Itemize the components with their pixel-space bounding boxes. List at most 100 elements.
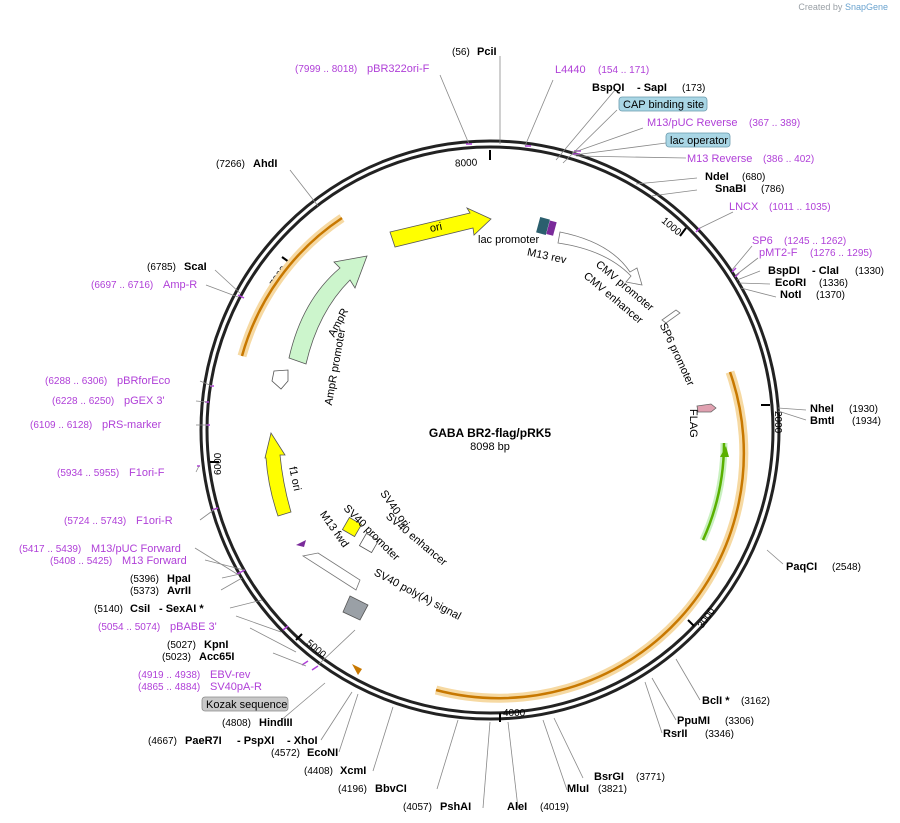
ruler-tick-8000: 8000	[455, 157, 478, 169]
plasmid-name: GABA BR2-flag/pRK5	[429, 426, 552, 440]
primer-range-pgex-3: (6228 .. 6250)	[52, 396, 114, 407]
primer-ebv-rev: EBV-rev	[210, 669, 251, 681]
feature-ampr: AmpR AmpR promoter	[271, 255, 368, 406]
enzyme-paer7i: PaeR7I	[185, 735, 222, 747]
backbone-outer	[199, 139, 781, 721]
enzyme-pos-snabi: (786)	[761, 184, 784, 195]
enzyme-pos-xcmi: (4408)	[304, 766, 333, 777]
enzyme-paer7i-extra: - PspXI	[237, 735, 274, 747]
primer-range-pbabe-3: (5054 .. 5074)	[98, 622, 160, 633]
primer-range-ebv-rev: (4919 .. 4938)	[138, 670, 200, 681]
primer-f1ori-r: F1ori-R	[136, 515, 173, 527]
primer-range-sp6: (1245 .. 1262)	[784, 236, 846, 247]
enzyme-acc65i: Acc65I	[199, 651, 234, 663]
label-lac-operator: lac operator	[670, 135, 728, 147]
feature-sv40: SV40 ori SV40 enhancer SV40 promoter M13…	[296, 488, 463, 623]
enzyme-bsrgi: BsrGI	[594, 771, 624, 783]
enzyme-pshai: PshAI	[440, 801, 471, 813]
enzyme-pos-mlui: (3821)	[598, 784, 627, 795]
enzyme-bbvci: BbvCI	[375, 783, 407, 795]
primer-range-amp-r: (6697 .. 6716)	[91, 280, 153, 291]
enzyme-ahdi: AhdI	[253, 158, 277, 170]
enzyme-csii-extra: - SexAI *	[159, 603, 204, 615]
enzyme-hindiii: HindIII	[259, 717, 293, 729]
enzyme-pos-scai: (6785)	[147, 262, 176, 273]
enzyme-pos-paer7i: (4667)	[148, 736, 177, 747]
primer-f1ori-f: F1ori-F	[129, 467, 165, 479]
enzyme-pos-avrii: (5373)	[130, 586, 159, 597]
plasmid-length: 8098 bp	[470, 441, 510, 453]
enzyme-pos-hindiii: (4808)	[222, 718, 251, 729]
primer-sv40pa-r: SV40pA-R	[210, 681, 262, 693]
primer-range-pbr322ori-f: (7999 .. 8018)	[295, 64, 357, 75]
primer-amp-r: Amp-R	[163, 279, 197, 291]
label-cap-binding-site: CAP binding site	[623, 99, 704, 111]
snapgene-logo: SnapGene	[844, 2, 888, 12]
feature-flag: FLAG	[687, 403, 717, 438]
enzyme-avrii: AvrII	[167, 585, 191, 597]
enzyme-pos-hpai: (5396)	[130, 574, 159, 585]
insert-band	[237, 214, 749, 703]
primer-pbabe-3: pBABE 3'	[170, 621, 217, 633]
primer-pbr322ori-f: pBR322ori-F	[367, 63, 430, 75]
enzyme-labels: (56) PciI BspQI - SapI (173) NdeI (680) …	[94, 46, 884, 813]
label-f1-ori: f1 ori	[286, 466, 303, 492]
primer-range-pmt2-f: (1276 .. 1295)	[810, 248, 872, 259]
enzyme-pos-ecori: (1336)	[819, 278, 848, 289]
primer-range-m13-puc-forward: (5417 .. 5439)	[19, 544, 81, 555]
boxed-feature-lac-operator: lac operator	[665, 132, 731, 148]
label-sp6-promoter: SP6 promoter	[657, 321, 697, 388]
enzyme-pos-nhei: (1930)	[849, 404, 878, 415]
feature-sp6: SP6 promoter	[657, 309, 697, 388]
primer-range-prs-marker: (6109 .. 6128)	[30, 420, 92, 431]
enzyme-pos-pshai: (4057)	[403, 802, 432, 813]
primer-m13-forward: M13 Forward	[122, 555, 187, 567]
enzyme-pos-rsrii: (3346)	[705, 729, 734, 740]
enzyme-csii: CsiI	[130, 603, 150, 615]
primer-m13-puc-forward: M13/pUC Forward	[91, 543, 181, 555]
enzyme-hpai: HpaI	[167, 573, 191, 585]
boxed-feature-kozak: Kozak sequence	[201, 696, 289, 712]
enzyme-bspqi: BspQI	[592, 82, 624, 94]
snapgene-credit: Created by SnapGene	[798, 2, 888, 12]
ruler-tick-5000: 5000	[304, 638, 328, 661]
enzyme-snabi: SnaBI	[715, 183, 746, 195]
enzyme-pos-bspdi: (1330)	[855, 266, 884, 277]
backbone-inner	[205, 145, 775, 715]
primer-labels: L4440 (154 .. 171) M13/pUC Reverse (367 …	[19, 63, 872, 693]
credit-prefix: Created by	[798, 2, 843, 12]
primer-pgex-3: pGEX 3'	[124, 395, 165, 407]
enzyme-ndei: NdeI	[705, 171, 729, 183]
primer-m13-puc-reverse: M13/pUC Reverse	[647, 117, 737, 129]
label-ampr-promoter: AmpR promoter	[323, 327, 348, 406]
enzyme-pos-ndei: (680)	[742, 172, 765, 183]
enzyme-econi: EcoNI	[307, 747, 338, 759]
enzyme-pos-noti: (1370)	[816, 290, 845, 301]
enzyme-paqci: PaqCI	[786, 561, 817, 573]
enzyme-paer7i-extra2: - XhoI	[287, 735, 318, 747]
enzyme-scai: ScaI	[184, 261, 207, 273]
primer-range-pbrforeco: (6288 .. 6306)	[45, 376, 107, 387]
primer-l4440: L4440	[555, 64, 586, 76]
label-m13-rev: M13 rev	[526, 246, 568, 266]
primer-range-f1ori-r: (5724 .. 5743)	[64, 516, 126, 527]
enzyme-pos-pcii: (56)	[452, 47, 470, 58]
enzyme-bcli: BclI *	[702, 695, 730, 707]
enzyme-pos-bspqi: (173)	[682, 83, 705, 94]
enzyme-kpni: KpnI	[204, 639, 228, 651]
enzyme-rsrii: RsrII	[663, 728, 687, 740]
enzyme-bspqi-extra: - SapI	[637, 82, 667, 94]
enzyme-nhei: NheI	[810, 403, 834, 415]
enzyme-pcii: PciI	[477, 46, 497, 58]
primer-pbrforeco: pBRforEco	[117, 375, 170, 387]
primer-m13-reverse: M13 Reverse	[687, 153, 752, 165]
leader-lines	[194, 56, 807, 809]
feature-f1-ori: f1 ori	[264, 431, 303, 517]
primer-range-m13-reverse: (386 .. 402)	[763, 154, 814, 165]
boxed-feature-cap: CAP binding site	[618, 96, 708, 112]
enzyme-bmti: BmtI	[810, 415, 834, 427]
label-ori: ori	[429, 221, 443, 235]
label-flag: FLAG	[687, 409, 699, 438]
label-sv40-polya: SV40 poly(A) signal	[372, 567, 463, 623]
